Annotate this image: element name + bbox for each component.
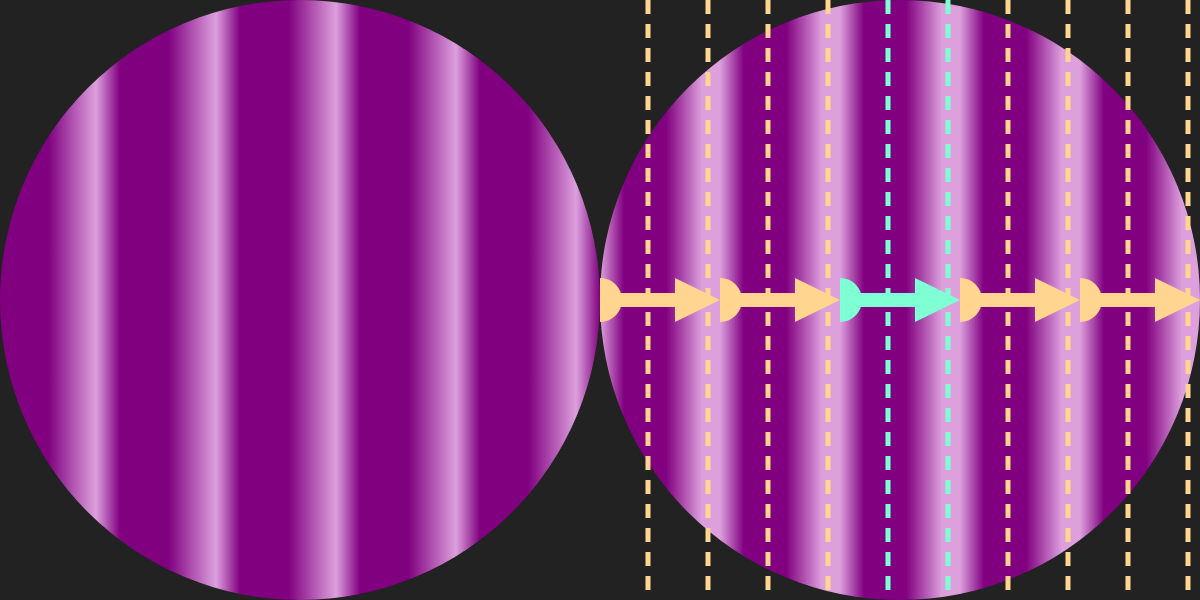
displacement-arrows	[600, 278, 1200, 322]
arrow-shaft	[600, 293, 680, 307]
displacement-arrow	[720, 278, 840, 322]
displacement-arrow	[960, 278, 1080, 322]
arrow-shaft	[960, 293, 1040, 307]
displacement-arrow	[600, 278, 720, 322]
arrow-shaft	[720, 293, 800, 307]
left-grating-disc	[0, 0, 600, 600]
arrow-head	[795, 278, 840, 322]
arrow-head	[915, 278, 960, 322]
arrow-shaft	[1080, 293, 1160, 307]
right-grating-panel	[600, 0, 1200, 600]
left-grating-panel	[0, 0, 600, 600]
displacement-arrow	[1080, 278, 1200, 322]
arrow-head	[1155, 278, 1200, 322]
displacement-arrow-highlighted	[840, 278, 960, 322]
arrow-head	[1035, 278, 1080, 322]
arrow-shaft	[840, 293, 920, 307]
arrow-head	[675, 278, 720, 322]
